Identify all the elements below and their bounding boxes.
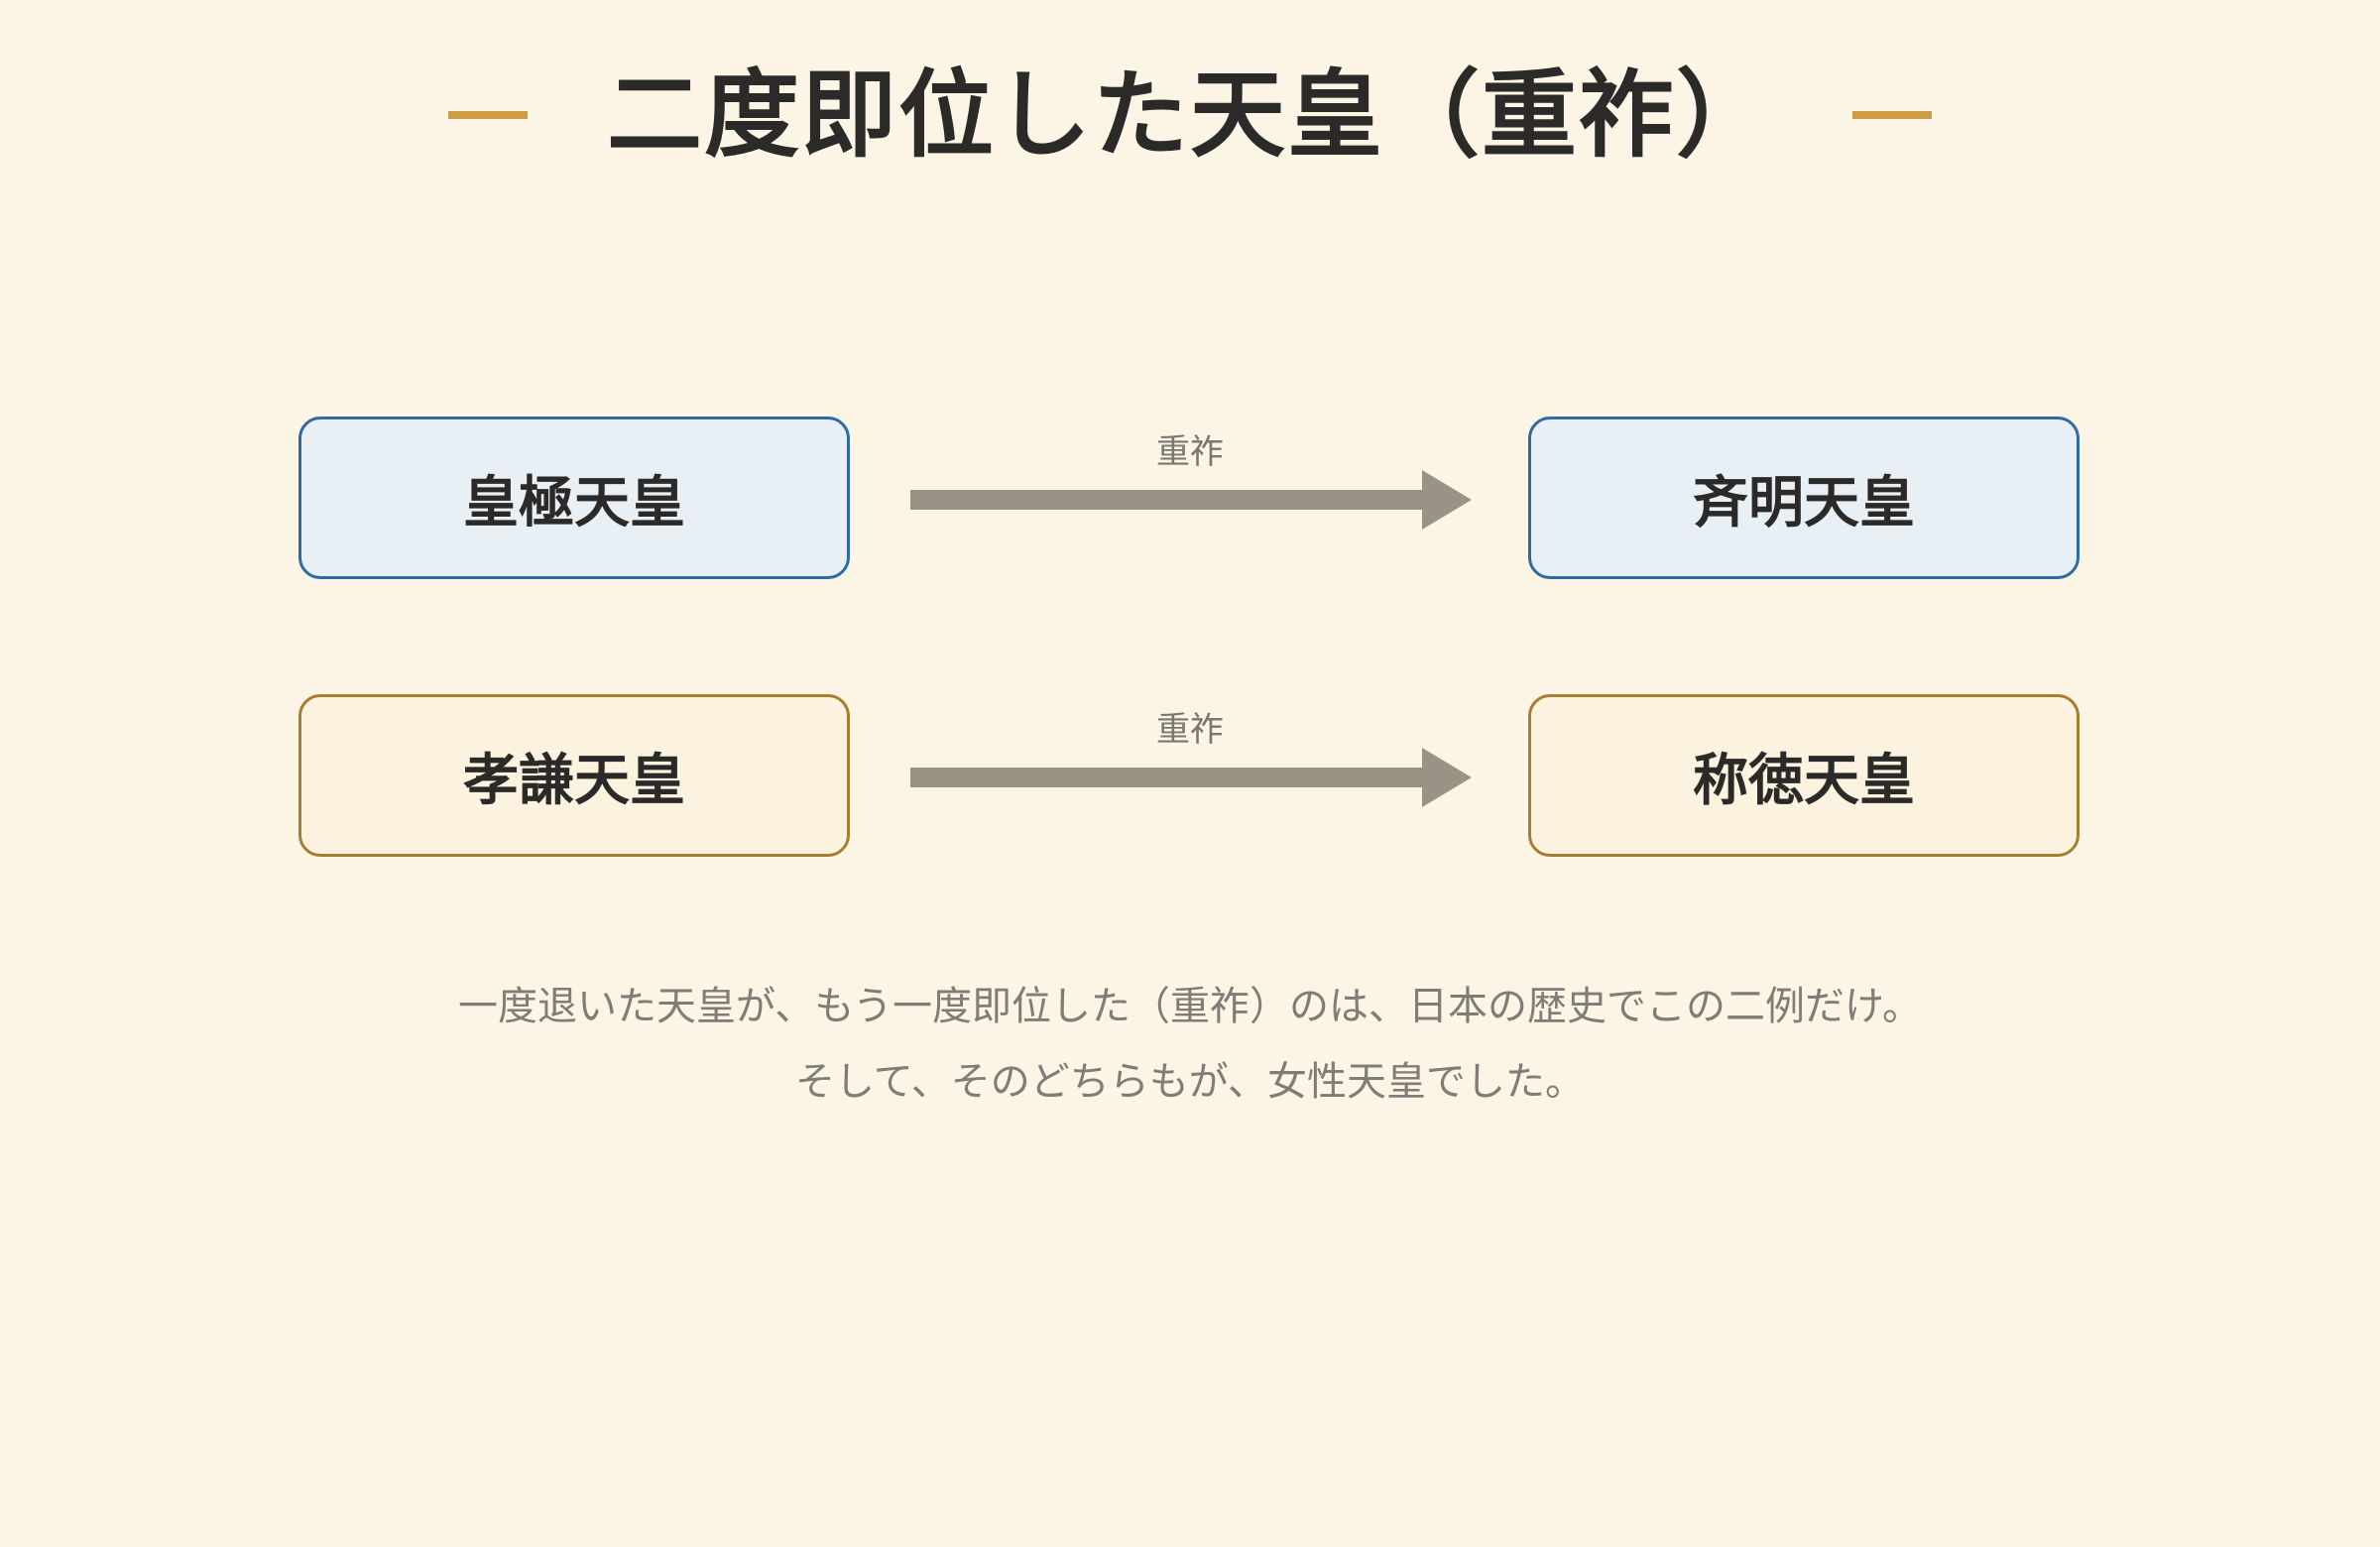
node-shotoku: 称徳天皇 xyxy=(1528,694,2080,857)
edge-label-row1: 重祚 xyxy=(1156,432,1224,472)
title-decoration-left xyxy=(448,111,528,119)
node-saimei: 斉明天皇 xyxy=(1528,416,2080,579)
edge-label-row2: 重祚 xyxy=(1156,710,1224,750)
caption-line-1: 一度退いた天皇が、もう一度即位した（重祚）のは、日本の歴史でこの二例だけ。 xyxy=(458,984,1922,1029)
arrow-row1 xyxy=(910,470,1472,530)
node-kogyoku: 皇極天皇 xyxy=(298,416,850,579)
node-koken: 孝謙天皇 xyxy=(298,694,850,857)
title-row: 二度即位した天皇（重祚） xyxy=(0,48,2380,182)
caption-line-2: そして、そのどちらもが、女性天皇でした。 xyxy=(795,1059,1585,1105)
arrow-row2 xyxy=(910,748,1472,807)
title-decoration-right xyxy=(1852,111,1932,119)
page-title: 二度即位した天皇（重祚） xyxy=(607,59,1773,171)
